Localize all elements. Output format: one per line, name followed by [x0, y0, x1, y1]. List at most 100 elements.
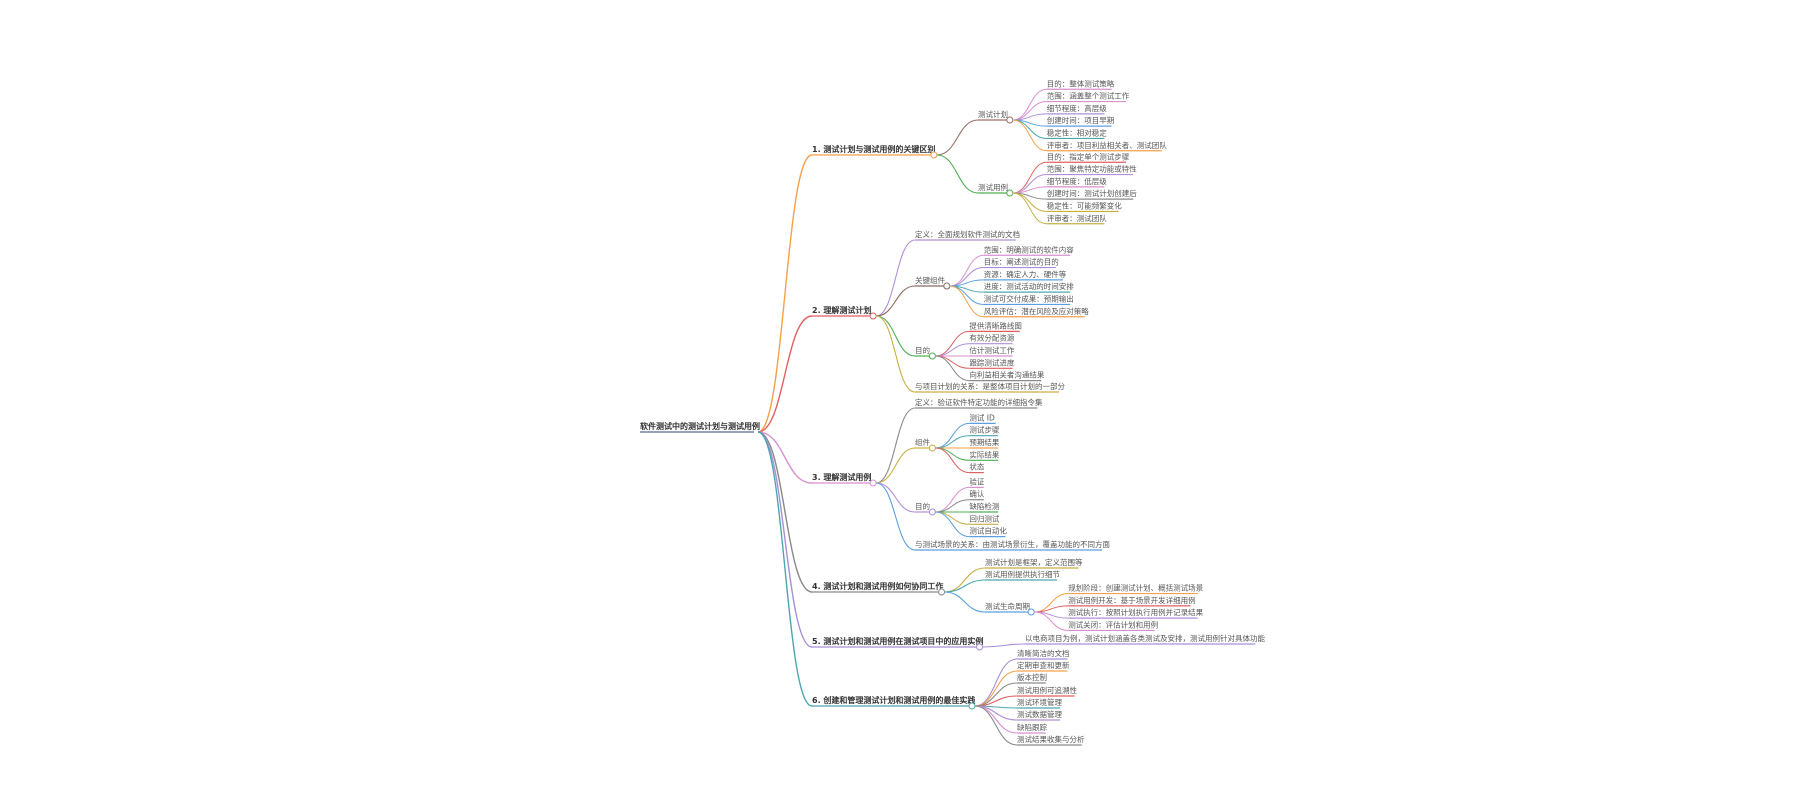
- leaf-topic[interactable]: 风险评估：潜在风险及应对策略: [984, 306, 1089, 316]
- branch-topic[interactable]: 6. 创建和管理测试计划和测试用例的最佳实践: [812, 695, 975, 705]
- subtopic-connector: [876, 315, 916, 357]
- subtopic-connector: [944, 579, 986, 593]
- subtopic[interactable]: 测试数据管理: [1017, 709, 1062, 719]
- branch-connector: [757, 431, 813, 593]
- branch-connector: [757, 154, 813, 433]
- leaf-connector: [935, 447, 970, 461]
- branch-topic[interactable]: 4. 测试计划和测试用例如何协同工作: [812, 581, 943, 591]
- subtopic[interactable]: 测试用例: [978, 182, 1008, 192]
- subtopic[interactable]: 定义：验证软件特定功能的详细指令集: [915, 397, 1043, 407]
- subtopic[interactable]: 目的: [915, 501, 930, 511]
- leaf-topic[interactable]: 规划阶段：创建测试计划、概括测试场景: [1068, 583, 1203, 593]
- branch-collapse-knob[interactable]: [869, 312, 877, 320]
- leaf-topic[interactable]: 估计测试工作: [969, 345, 1014, 355]
- leaf-connector: [1012, 88, 1047, 121]
- subtopic-connector: [876, 447, 916, 484]
- subtopic-collapse-knob[interactable]: [928, 444, 936, 452]
- subtopic-connector: [876, 315, 916, 393]
- subtopic[interactable]: 测试生命周期: [985, 601, 1030, 611]
- leaf-topic[interactable]: 状态: [969, 462, 984, 472]
- leaf-topic[interactable]: 跟踪测试进度: [969, 357, 1014, 367]
- subtopic[interactable]: 测试用例提供执行细节: [985, 569, 1060, 579]
- leaf-topic[interactable]: 测试 ID: [969, 412, 995, 422]
- leaf-topic[interactable]: 测试步骤: [969, 425, 999, 435]
- branch-collapse-knob[interactable]: [968, 702, 976, 710]
- leaf-topic[interactable]: 细节程度：高层级: [1047, 103, 1107, 113]
- leaf-topic[interactable]: 创建时间：项目早期: [1047, 115, 1115, 125]
- leaf-topic[interactable]: 实际结果: [969, 449, 999, 459]
- root-topic[interactable]: 软件测试中的测试计划与测试用例: [640, 421, 760, 431]
- leaf-topic[interactable]: 进度：测试活动的时间安排: [984, 281, 1074, 291]
- leaf-connector: [935, 343, 970, 357]
- leaf-topic[interactable]: 目标：阐述测试的目的: [984, 257, 1059, 267]
- subtopic[interactable]: 缺陷跟踪: [1017, 722, 1047, 732]
- leaf-topic[interactable]: 测试执行：按照计划执行用例并记录结果: [1068, 607, 1203, 617]
- leaf-topic[interactable]: 测试可交付成果：预期输出: [984, 293, 1074, 303]
- leaf-topic[interactable]: 提供清晰路线图: [969, 320, 1022, 330]
- subtopic[interactable]: 测试结果收集与分析: [1017, 734, 1085, 744]
- branch-collapse-knob[interactable]: [869, 479, 877, 487]
- leaf-connector: [1012, 119, 1047, 152]
- branch-topic[interactable]: 3. 理解测试用例: [812, 472, 871, 482]
- leaf-topic[interactable]: 回归测试: [969, 513, 999, 523]
- branch-collapse-knob[interactable]: [930, 151, 938, 159]
- subtopic[interactable]: 测试计划: [978, 109, 1008, 119]
- leaf-topic[interactable]: 稳定性：相对稳定: [1047, 127, 1107, 137]
- subtopic-collapse-knob[interactable]: [1027, 608, 1035, 616]
- subtopic[interactable]: 测试用例可追溯性: [1017, 685, 1077, 695]
- leaf-connector: [935, 447, 970, 474]
- leaf-connector: [935, 511, 970, 538]
- branch-topic[interactable]: 1. 测试计划与测试用例的关键区别: [812, 144, 935, 154]
- branch-topic[interactable]: 5. 测试计划和测试用例在测试项目中的应用实例: [812, 636, 983, 646]
- subtopic-collapse-knob[interactable]: [1006, 189, 1014, 197]
- leaf-connector: [1034, 611, 1069, 631]
- leaf-connector: [935, 355, 970, 382]
- leaf-topic[interactable]: 创建时间：测试计划创建后: [1047, 188, 1137, 198]
- subtopic-collapse-knob[interactable]: [1006, 116, 1014, 124]
- subtopic-connector: [936, 154, 979, 194]
- subtopic[interactable]: 与测试场景的关系：由测试场景衍生，覆盖功能的不同方面: [915, 539, 1110, 549]
- leaf-connector: [935, 435, 970, 449]
- subtopic[interactable]: 定期审查和更新: [1017, 660, 1070, 670]
- leaf-topic[interactable]: 确认: [969, 489, 984, 499]
- leaf-topic[interactable]: 细节程度：低层级: [1047, 176, 1107, 186]
- leaf-topic[interactable]: 测试关闭：评估计划和用例: [1068, 619, 1158, 629]
- leaf-topic[interactable]: 资源：确定人力、硬件等: [984, 269, 1067, 279]
- subtopic[interactable]: 清晰简洁的文档: [1017, 648, 1070, 658]
- leaf-topic[interactable]: 范围：明确测试的软件内容: [984, 244, 1074, 254]
- subtopic[interactable]: 版本控制: [1017, 672, 1047, 682]
- subtopic-collapse-knob[interactable]: [943, 282, 951, 290]
- leaf-topic[interactable]: 范围：涵盖整个测试工作: [1047, 91, 1130, 101]
- leaf-topic[interactable]: 评审者：测试团队: [1047, 213, 1107, 223]
- subtopic-collapse-knob[interactable]: [928, 352, 936, 360]
- leaf-topic[interactable]: 目的：指定单个测试步骤: [1047, 151, 1130, 161]
- subtopic[interactable]: 测试环境管理: [1017, 697, 1062, 707]
- leaf-connector: [1012, 161, 1047, 194]
- subtopic[interactable]: 测试计划是框架，定义范围等: [985, 557, 1083, 567]
- subtopic-connector: [876, 482, 916, 513]
- subtopic[interactable]: 目的: [915, 345, 930, 355]
- subtopic[interactable]: 与项目计划的关系：是整体项目计划的一部分: [915, 381, 1065, 391]
- branch-collapse-knob[interactable]: [938, 588, 946, 596]
- leaf-topic[interactable]: 向利益相关者沟通结果: [969, 370, 1044, 380]
- leaf-topic[interactable]: 测试自动化: [969, 526, 1007, 536]
- subtopic-connector: [982, 643, 1026, 648]
- subtopic[interactable]: 关键组件: [915, 275, 945, 285]
- leaf-topic[interactable]: 评审者：项目利益相关者、测试团队: [1047, 140, 1167, 150]
- branch-topic[interactable]: 2. 理解测试计划: [812, 305, 871, 315]
- leaf-connector: [949, 254, 984, 287]
- leaf-connector: [949, 285, 984, 318]
- leaf-topic[interactable]: 预期结果: [969, 437, 999, 447]
- branch-collapse-knob[interactable]: [976, 643, 984, 651]
- leaf-topic[interactable]: 缺陷检测: [969, 501, 999, 511]
- subtopic[interactable]: 定义：全面规划软件测试的文档: [915, 229, 1020, 239]
- subtopic[interactable]: 以电商项目为例，测试计划涵盖各类测试及安排，测试用例针对具体功能: [1025, 633, 1265, 643]
- leaf-topic[interactable]: 目的：整体测试策略: [1047, 78, 1115, 88]
- subtopic[interactable]: 组件: [915, 437, 930, 447]
- leaf-topic[interactable]: 范围：聚焦特定功能或特性: [1047, 164, 1137, 174]
- leaf-topic[interactable]: 验证: [969, 476, 984, 486]
- leaf-topic[interactable]: 测试用例开发：基于场景开发详细用例: [1068, 595, 1196, 605]
- leaf-topic[interactable]: 稳定性：可能频繁变化: [1047, 200, 1122, 210]
- leaf-topic[interactable]: 有效分配资源: [969, 333, 1014, 343]
- subtopic-collapse-knob[interactable]: [928, 508, 936, 516]
